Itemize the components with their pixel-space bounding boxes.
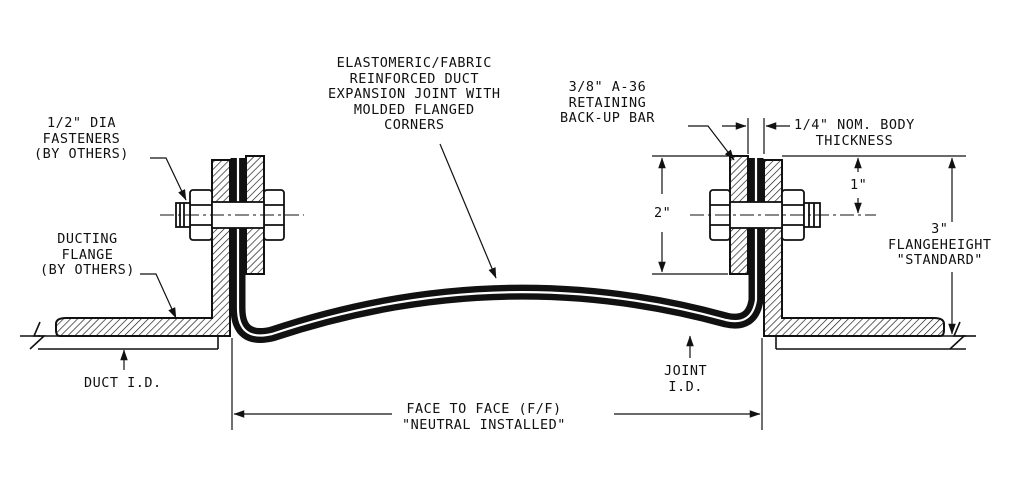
- fasteners-leader: [150, 157, 187, 201]
- face-to-face-label: FACE TO FACE (F/F) "NEUTRAL INSTALLED": [402, 401, 566, 433]
- duct-id-label: DUCT I.D.: [84, 375, 162, 391]
- body-thickness-label: 1/4" NOM. BODY THICKNESS: [794, 117, 915, 149]
- expansion-joint-label: ELASTOMERIC/FABRIC REINFORCED DUCT EXPAN…: [328, 55, 501, 133]
- ducting-flange-label: DUCTING FLANGE (BY OTHERS): [40, 231, 135, 278]
- expansion-joint-leader: [439, 143, 497, 279]
- right-break-line: [949, 321, 967, 350]
- ducting-flange-leader: [140, 273, 177, 319]
- backup-bar-label: 3/8" A-36 RETAINING BACK-UP BAR: [560, 79, 655, 126]
- dim-1in-label: 1": [850, 177, 868, 193]
- dim-2in-label: 2": [654, 205, 672, 221]
- flange-height-label: 3" FLANGEHEIGHT "STANDARD": [888, 221, 992, 268]
- joint-id-label: JOINT I.D.: [664, 363, 708, 395]
- backup-bar-leader: [688, 125, 735, 161]
- left-ducting-flange: [55, 159, 231, 337]
- right-ducting-flange: [763, 159, 945, 337]
- fasteners-label: 1/2" DIA FASTENERS (BY OTHERS): [34, 115, 129, 162]
